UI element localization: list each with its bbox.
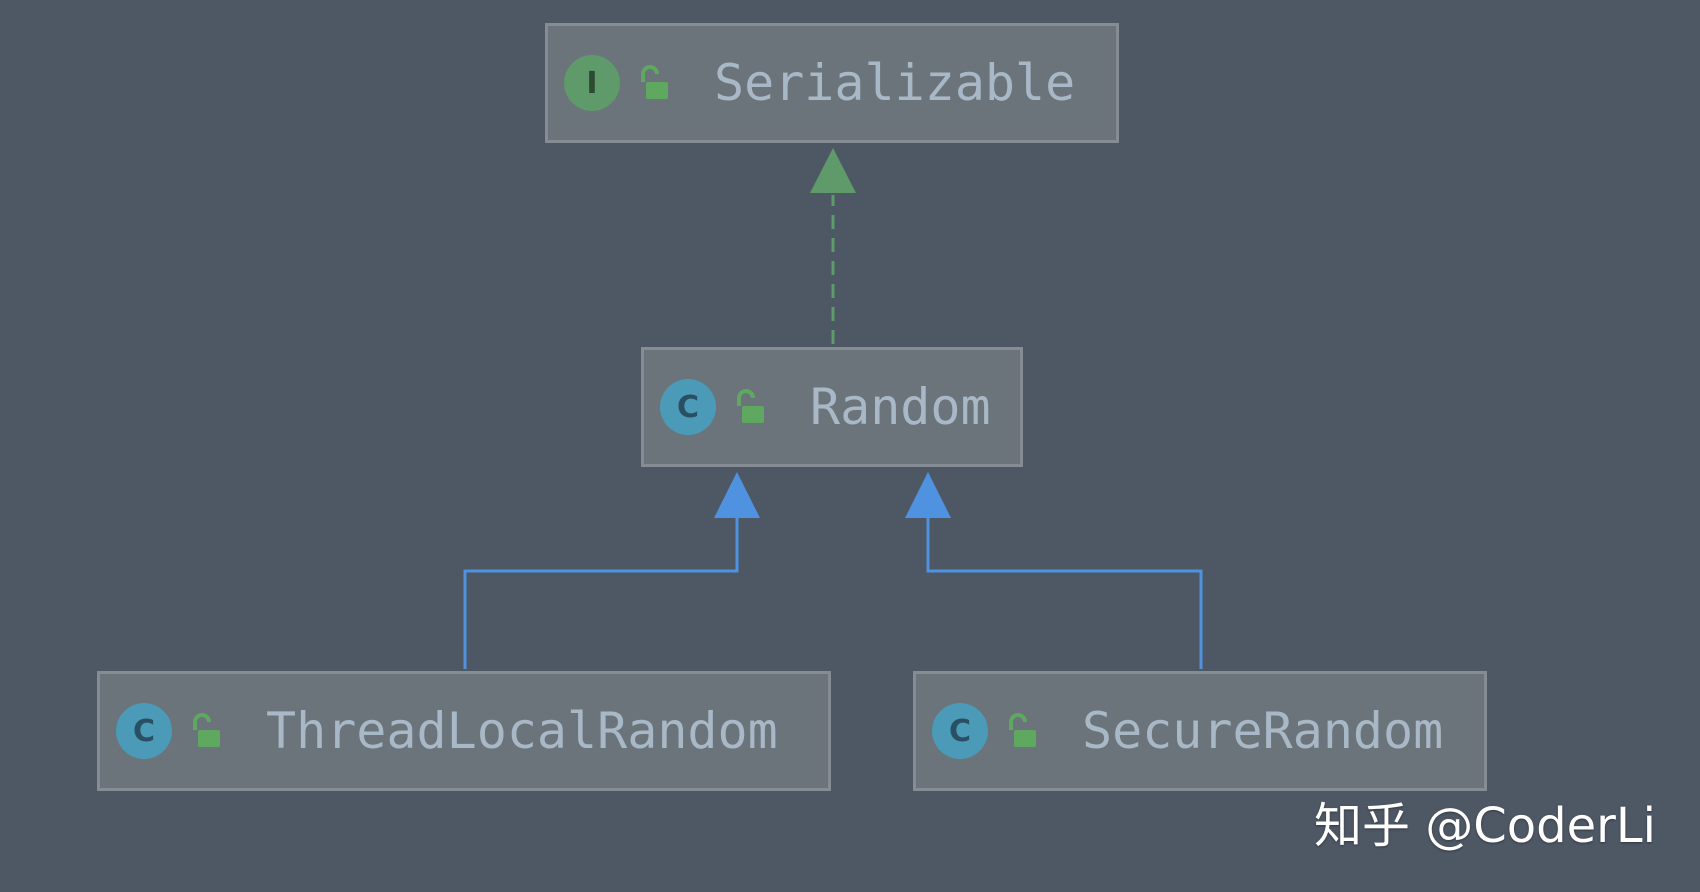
extends-arrowhead-threadlocalrandom: [714, 472, 760, 518]
node-random[interactable]: C Random: [641, 347, 1023, 467]
class-name: Serializable: [714, 54, 1076, 112]
implements-arrowhead: [810, 148, 856, 193]
extends-edge-threadlocalrandom: [463, 518, 739, 669]
class-name: SecureRandom: [1082, 702, 1444, 760]
class-icon: C: [116, 703, 172, 759]
class-name: Random: [810, 378, 991, 436]
unlocked-lock-icon: [193, 713, 220, 747]
node-securerandom[interactable]: C SecureRandom: [913, 671, 1487, 791]
class-name: ThreadLocalRandom: [266, 702, 778, 760]
watermark: 知乎 @CoderLi: [1314, 798, 1656, 854]
extends-edge-securerandom: [926, 518, 1203, 669]
class-icon: C: [660, 379, 716, 435]
class-icon: C: [932, 703, 988, 759]
extends-arrowhead-securerandom: [905, 472, 951, 518]
node-serializable[interactable]: I Serializable: [545, 23, 1119, 143]
unlocked-lock-icon: [737, 389, 764, 423]
node-threadlocalrandom[interactable]: C ThreadLocalRandom: [97, 671, 831, 791]
interface-icon: I: [564, 55, 620, 111]
unlocked-lock-icon: [1009, 713, 1036, 747]
unlocked-lock-icon: [641, 65, 668, 99]
